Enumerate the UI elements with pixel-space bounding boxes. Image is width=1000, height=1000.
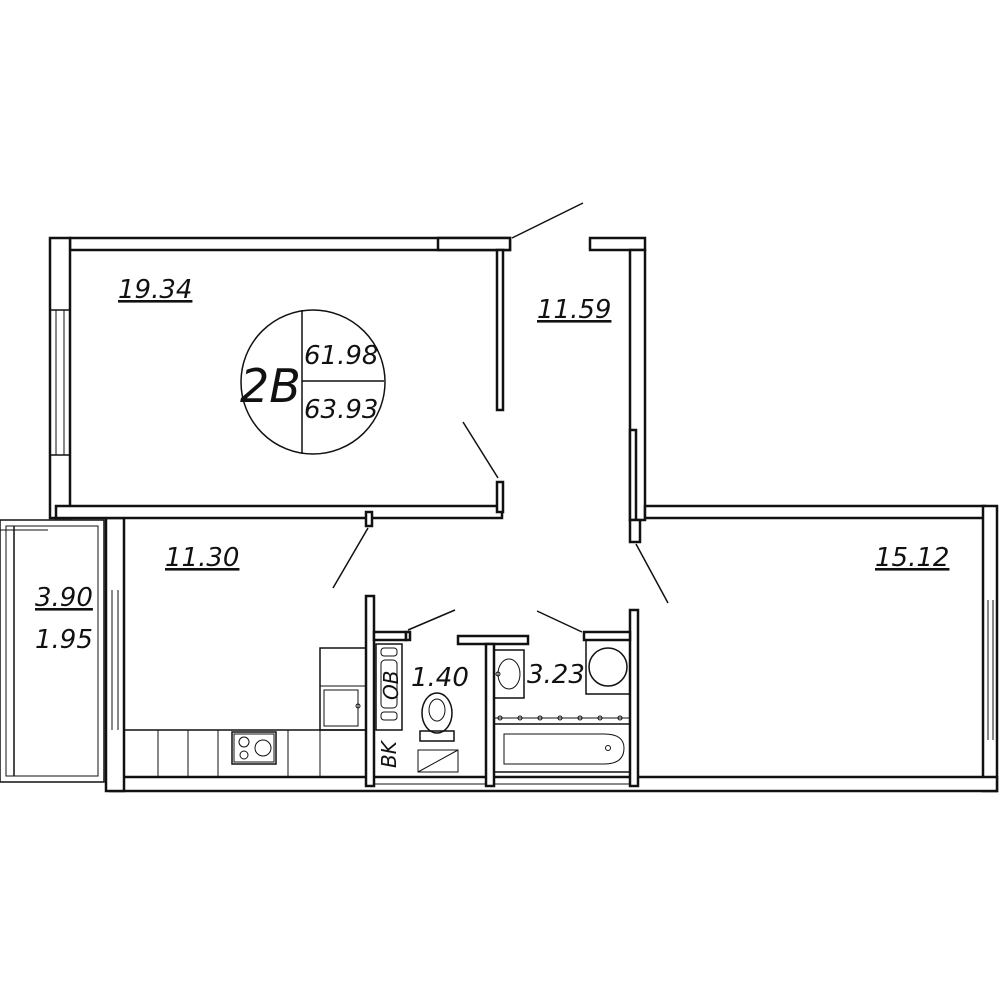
bathtub: [493, 715, 631, 773]
toilet-fixture: [417, 692, 459, 773]
washing-machine: [585, 639, 631, 695]
interior-walls: [364, 248, 642, 788]
room-area-kitchen: 11.30: [165, 543, 239, 573]
balcony-area-reduced: 1.95: [35, 625, 93, 655]
room-area-bathroom: 3.23: [527, 660, 585, 690]
total-area-label: 63.93: [304, 395, 378, 425]
vk-fixture-label: BK: [377, 739, 401, 768]
apartment-badge: 2B 61.98 63.93: [240, 309, 386, 455]
door-swings: [332, 202, 669, 633]
apartment-type-label: 2B: [240, 359, 301, 413]
room-area-top-left: 19.34: [118, 275, 192, 305]
room-area-toilet: 1.40: [411, 663, 469, 693]
balcony: [0, 519, 105, 783]
room-area-hall: 11.59: [537, 295, 611, 325]
balcony-area-total: 3.90: [35, 583, 93, 613]
kitchen-counter: [123, 647, 367, 778]
ob-fixture-label: OB: [379, 671, 403, 700]
washbasin: [493, 649, 525, 699]
living-area-label: 61.98: [304, 341, 378, 371]
exterior-walls: [48, 236, 999, 793]
riser-shaft: [375, 643, 403, 731]
room-area-right: 15.12: [875, 543, 949, 573]
stove: [231, 731, 277, 765]
